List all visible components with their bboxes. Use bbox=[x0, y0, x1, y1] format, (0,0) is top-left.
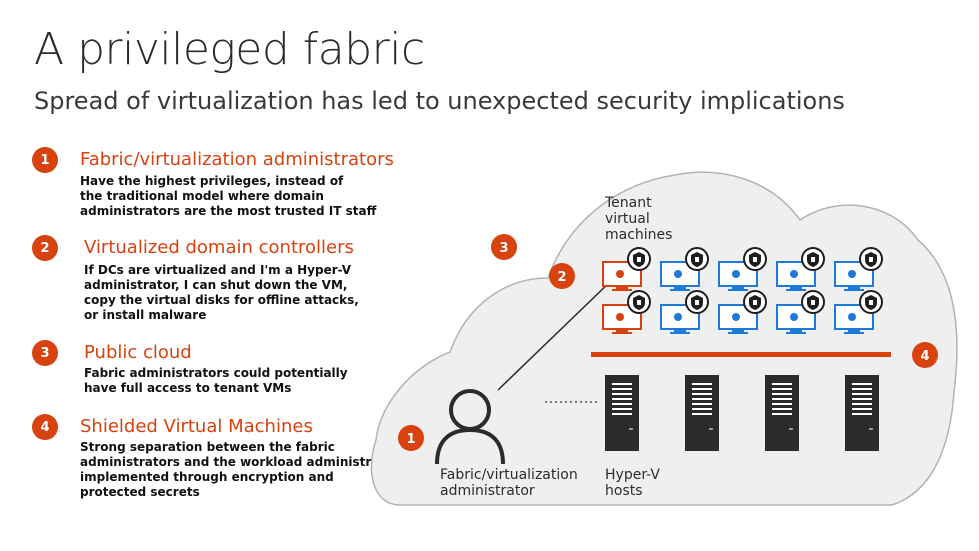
vm-item bbox=[834, 290, 883, 334]
item-2-body-line: administrator, I can shut down the VM, bbox=[84, 278, 348, 292]
shield-icon bbox=[743, 247, 767, 271]
vm-item bbox=[834, 247, 883, 291]
monitor-icon bbox=[660, 304, 700, 334]
item-3-body-line: have full access to tenant VMs bbox=[84, 381, 292, 395]
tenant-vm-label: Tenant virtual machines bbox=[605, 195, 672, 243]
hyperv-hosts-label: Hyper-V hosts bbox=[605, 467, 660, 499]
item-2-heading: Virtualized domain controllers bbox=[84, 237, 354, 258]
admin-label-line: Fabric/virtualization bbox=[440, 467, 578, 483]
marker-2: 2 bbox=[549, 263, 575, 289]
admin-label: Fabric/virtualization administrator bbox=[440, 467, 578, 499]
admin-label-line: administrator bbox=[440, 483, 535, 499]
hyperv-hosts-label-line: Hyper-V bbox=[605, 467, 660, 483]
item-4-badge: 4 bbox=[32, 414, 58, 440]
vm-item bbox=[602, 290, 651, 334]
item-4-body-line: implemented through encryption and bbox=[80, 470, 334, 484]
item-4-body-line: Strong separation between the fabric bbox=[80, 440, 335, 454]
item-3-badge: 3 bbox=[32, 340, 58, 366]
tenant-vm-label-line: virtual bbox=[605, 211, 650, 227]
shield-icon bbox=[685, 290, 709, 314]
monitor-icon bbox=[660, 261, 700, 291]
item-1-body-line: the traditional model where domain bbox=[80, 189, 324, 203]
item-1-body: Have the highest privileges, instead of … bbox=[80, 174, 376, 219]
vm-item bbox=[602, 247, 651, 291]
shield-icon bbox=[627, 290, 651, 314]
admin-vm-connector bbox=[497, 279, 613, 391]
item-2-body-line: If DCs are virtualized and I'm a Hyper-V bbox=[84, 263, 352, 277]
server-tower-icon bbox=[845, 375, 879, 451]
shield-icon bbox=[801, 247, 825, 271]
item-3-body-line: Fabric administrators could potentially bbox=[84, 366, 348, 380]
hyperv-hosts-label-line: hosts bbox=[605, 483, 643, 499]
person-icon bbox=[435, 389, 505, 465]
vm-item bbox=[776, 290, 825, 334]
tenant-vm-label-line: Tenant bbox=[605, 195, 652, 211]
marker-1: 1 bbox=[398, 425, 424, 451]
item-4-body: Strong separation between the fabric adm… bbox=[80, 440, 411, 500]
shield-icon bbox=[859, 290, 883, 314]
monitor-icon bbox=[834, 304, 874, 334]
item-3-body: Fabric administrators could potentially … bbox=[84, 366, 348, 396]
hyperv-host-row bbox=[605, 375, 879, 451]
marker-3-label: 3 bbox=[499, 241, 508, 256]
shield-icon bbox=[743, 290, 767, 314]
marker-1-label: 1 bbox=[406, 432, 415, 447]
item-2-badge: 2 bbox=[32, 235, 58, 261]
vm-item bbox=[660, 247, 709, 291]
item-1-heading: Fabric/virtualization administrators bbox=[80, 149, 394, 170]
vm-item bbox=[718, 247, 767, 291]
page-subtitle: Spread of virtualization has led to unex… bbox=[34, 87, 845, 115]
marker-4: 4 bbox=[912, 342, 938, 368]
page-title: A privileged fabric bbox=[34, 24, 425, 75]
item-1-body-line: administrators are the most trusted IT s… bbox=[80, 204, 377, 218]
item-4-heading: Shielded Virtual Machines bbox=[80, 416, 313, 437]
marker-2-label: 2 bbox=[557, 270, 566, 285]
shield-icon bbox=[627, 247, 651, 271]
marker-3: 3 bbox=[491, 234, 517, 260]
server-tower-icon bbox=[605, 375, 639, 451]
item-1-body-line: Have the highest privileges, instead of bbox=[80, 174, 344, 188]
tenant-vm-grid bbox=[602, 247, 883, 334]
item-4-body-line: administrators and the workload administ… bbox=[80, 455, 411, 469]
item-1-badge: 1 bbox=[32, 147, 58, 173]
vm-item bbox=[660, 290, 709, 334]
marker-4-label: 4 bbox=[920, 349, 929, 364]
shield-icon bbox=[801, 290, 825, 314]
shield-icon bbox=[685, 247, 709, 271]
item-2-body: If DCs are virtualized and I'm a Hyper-V… bbox=[84, 263, 359, 323]
tenant-vm-label-line: machines bbox=[605, 227, 673, 243]
vm-item bbox=[776, 247, 825, 291]
shield-icon bbox=[859, 247, 883, 271]
item-4-body-line: protected secrets bbox=[80, 485, 200, 499]
item-2-body-line: or install malware bbox=[84, 308, 207, 322]
shield-separator-bar bbox=[591, 352, 891, 357]
server-tower-icon bbox=[765, 375, 799, 451]
item-2-body-line: copy the virtual disks for offline attac… bbox=[84, 293, 359, 307]
item-3-heading: Public cloud bbox=[84, 342, 192, 363]
vm-item bbox=[718, 290, 767, 334]
server-tower-icon bbox=[685, 375, 719, 451]
